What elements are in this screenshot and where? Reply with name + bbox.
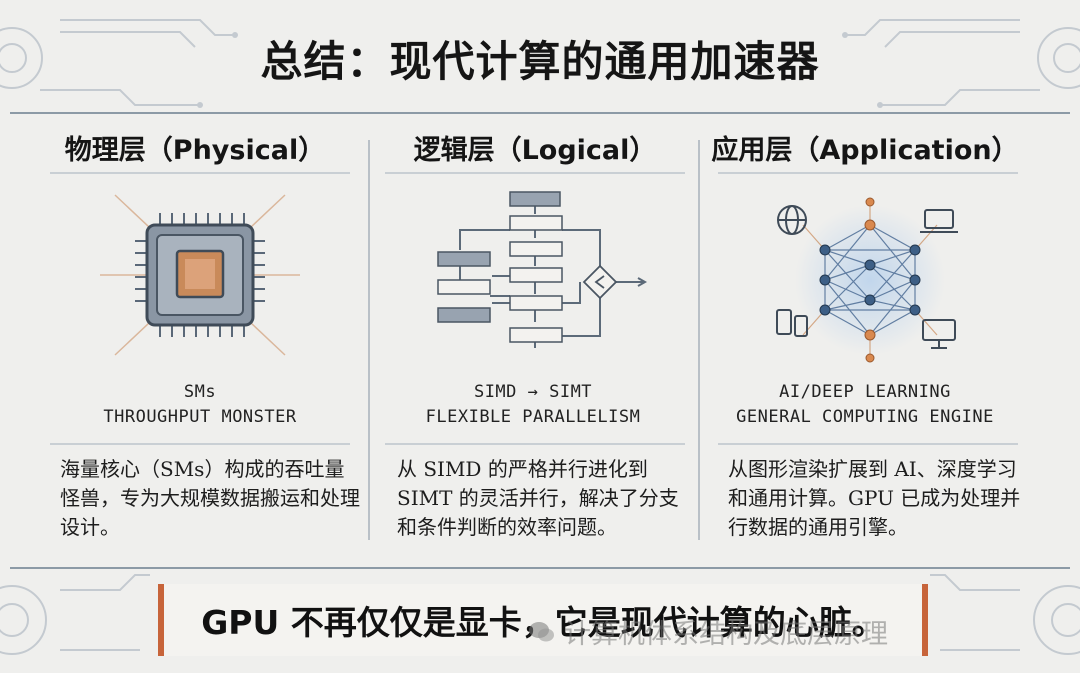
caption-line: GENERAL COMPUTING ENGINE — [736, 407, 994, 427]
description-rule — [718, 443, 1018, 445]
physical-caption: SMs THROUGHPUT MONSTER — [35, 380, 365, 430]
column-divider — [368, 140, 370, 540]
watermark-text: 计算机体系结构及底层原理 — [564, 619, 888, 650]
description-rule — [385, 443, 685, 445]
caption-line: THROUGHPUT MONSTER — [103, 407, 297, 427]
application-description: 从图形渲染扩展到 AI、深度学习和通用计算。GPU 已成为处理并行数据的通用引擎… — [728, 457, 1021, 539]
application-layer-heading: 应用层（Application） — [711, 135, 1019, 166]
physical-description: 海量核心（SMs）构成的吞吐量怪兽，专为大规模数据搬运和处理设计。 — [60, 457, 360, 539]
heading-rule — [385, 172, 685, 174]
caption-line: AI/DEEP LEARNING — [779, 382, 951, 402]
column-divider — [698, 140, 700, 540]
caption-line: SMs — [183, 382, 217, 402]
description-rule — [50, 443, 350, 445]
caption-line: FLEXIBLE PARALLELISM — [425, 407, 641, 427]
caption-line: SIMD → SIMT — [473, 382, 593, 402]
flowchart-icon — [437, 191, 648, 348]
logical-layer-heading: 逻辑层（Logical） — [413, 135, 657, 166]
page-title: 总结：现代计算的通用加速器 — [260, 37, 820, 86]
heading-rule — [718, 172, 1018, 174]
logical-description: 从 SIMD 的严格并行进化到 SIMT 的灵活并行，解决了分支和条件判断的效率… — [397, 457, 679, 539]
footer-frame — [158, 584, 928, 656]
heading-rule — [50, 172, 350, 174]
application-caption: AI/DEEP LEARNING GENERAL COMPUTING ENGIN… — [700, 380, 1030, 430]
physical-layer-heading: 物理层（Physical） — [64, 135, 326, 166]
logical-caption: SIMD → SIMT FLEXIBLE PARALLELISM — [368, 380, 698, 430]
cpu-chip-icon — [100, 194, 300, 356]
neural-network-icon — [776, 197, 958, 363]
watermark: 计算机体系结构及底层原理 — [528, 612, 888, 651]
summary-panel — [10, 112, 1070, 569]
wechat-icon — [529, 621, 554, 641]
